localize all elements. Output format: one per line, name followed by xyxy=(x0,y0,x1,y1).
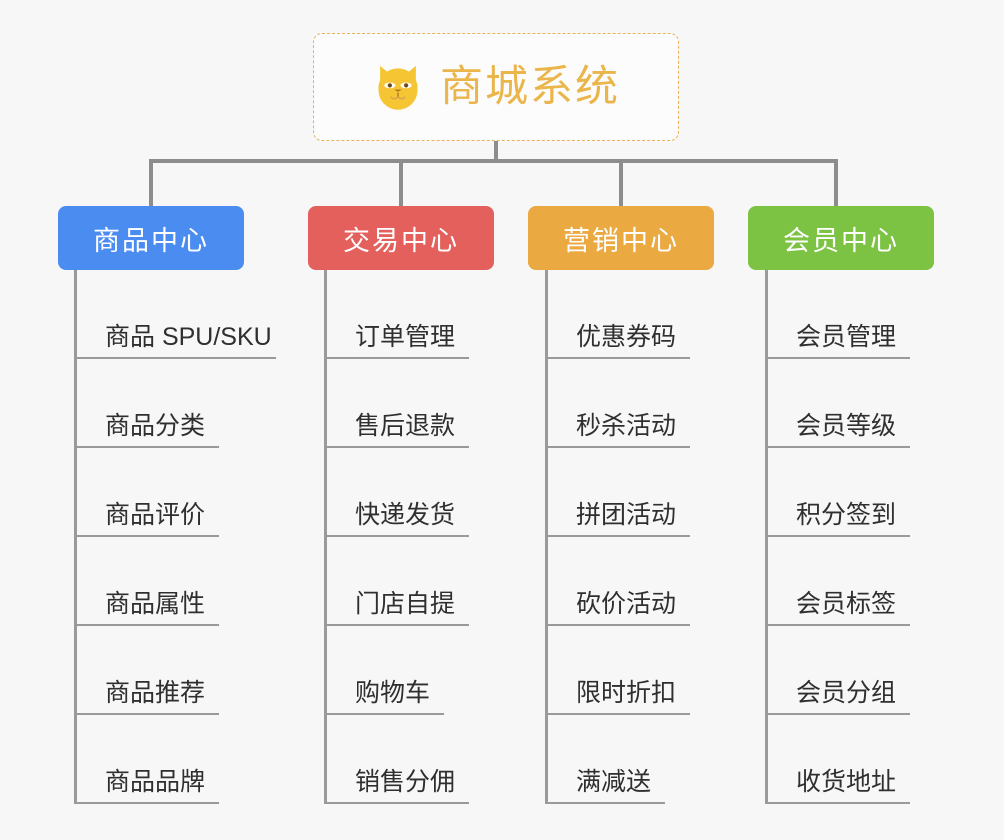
leaf-underline xyxy=(765,535,910,537)
category-box-trade[interactable]: 交易中心 xyxy=(308,206,494,270)
leaf-underline xyxy=(765,713,910,715)
category-box-member[interactable]: 会员中心 xyxy=(748,206,934,270)
leaf-item-label: 门店自提 xyxy=(355,590,456,618)
leaf-item[interactable]: 拼团活动 xyxy=(545,448,690,537)
leaf-item-label: 订单管理 xyxy=(355,323,456,351)
leaf-spine xyxy=(74,270,77,804)
leaf-underline xyxy=(324,357,469,359)
leaf-item-label: 商品 SPU/SKU xyxy=(105,323,272,351)
connector-drop-trade xyxy=(399,159,403,206)
connector-horizontal-bus xyxy=(149,159,838,163)
leaf-item-label: 商品分类 xyxy=(105,412,206,440)
leaf-item-label: 商品属性 xyxy=(105,590,206,618)
leaf-item[interactable]: 会员分组 xyxy=(765,626,910,715)
leaf-item-label: 商品评价 xyxy=(105,501,206,529)
leaf-item[interactable]: 商品评价 xyxy=(74,448,219,537)
leaf-item[interactable]: 商品推荐 xyxy=(74,626,219,715)
leaf-item[interactable]: 积分签到 xyxy=(765,448,910,537)
leaf-underline xyxy=(545,446,690,448)
leaf-item-label: 会员分组 xyxy=(796,679,897,707)
leaf-underline xyxy=(74,535,219,537)
leaf-item-label: 秒杀活动 xyxy=(576,412,677,440)
leaf-item-label: 购物车 xyxy=(355,679,431,707)
leaf-item-label: 砍价活动 xyxy=(576,590,677,618)
leaf-item[interactable]: 会员等级 xyxy=(765,359,910,448)
leaf-underline xyxy=(765,802,910,804)
leaf-item-label: 商品品牌 xyxy=(105,768,206,796)
connector-drop-product xyxy=(149,159,153,206)
leaf-item-label: 售后退款 xyxy=(355,412,456,440)
leaf-item-label: 拼团活动 xyxy=(576,501,677,529)
leaf-item[interactable]: 优惠券码 xyxy=(545,270,690,359)
leaf-underline xyxy=(324,713,444,715)
leaf-item[interactable]: 快递发货 xyxy=(324,448,469,537)
leaf-underline xyxy=(545,713,690,715)
leaf-underline xyxy=(765,446,910,448)
leaf-item-label: 会员管理 xyxy=(796,323,897,351)
category-label: 交易中心 xyxy=(343,225,459,256)
leaf-item[interactable]: 会员管理 xyxy=(765,270,910,359)
leaf-underline xyxy=(765,624,910,626)
leaf-item-label: 会员等级 xyxy=(796,412,897,440)
leaf-item[interactable]: 商品 SPU/SKU xyxy=(74,270,276,359)
leaf-item[interactable]: 收货地址 xyxy=(765,715,910,804)
leaf-item[interactable]: 满减送 xyxy=(545,715,665,804)
leaf-item[interactable]: 会员标签 xyxy=(765,537,910,626)
leaf-item[interactable]: 限时折扣 xyxy=(545,626,690,715)
leaf-spine xyxy=(545,270,548,804)
leaf-underline xyxy=(765,357,910,359)
connector-drop-marketing xyxy=(619,159,623,206)
root-title: 商城系统 xyxy=(440,62,620,111)
leaf-underline xyxy=(324,535,469,537)
leaf-item-label: 商品推荐 xyxy=(105,679,206,707)
connector-root-stem xyxy=(494,141,498,162)
leaf-underline xyxy=(545,357,690,359)
leaf-underline xyxy=(74,357,276,359)
category-label: 会员中心 xyxy=(783,225,899,256)
leaf-item[interactable]: 门店自提 xyxy=(324,537,469,626)
leaf-item[interactable]: 购物车 xyxy=(324,626,444,715)
leaf-item-label: 优惠券码 xyxy=(576,323,677,351)
leaf-item[interactable]: 销售分佣 xyxy=(324,715,469,804)
leaf-underline xyxy=(324,624,469,626)
leaf-item[interactable]: 商品属性 xyxy=(74,537,219,626)
leaf-item[interactable]: 订单管理 xyxy=(324,270,469,359)
root-node-mall-system[interactable]: 商城系统 xyxy=(313,33,679,141)
leaf-item-label: 销售分佣 xyxy=(355,768,456,796)
category-box-marketing[interactable]: 营销中心 xyxy=(528,206,714,270)
connector-drop-member xyxy=(834,159,838,206)
leaf-item[interactable]: 秒杀活动 xyxy=(545,359,690,448)
leaf-spine xyxy=(765,270,768,804)
leaf-item-label: 积分签到 xyxy=(796,501,897,529)
category-box-product[interactable]: 商品中心 xyxy=(58,206,244,270)
leaf-item[interactable]: 商品分类 xyxy=(74,359,219,448)
leaf-item[interactable]: 商品品牌 xyxy=(74,715,219,804)
leaf-underline xyxy=(545,535,690,537)
leaf-underline xyxy=(74,624,219,626)
category-label: 商品中心 xyxy=(93,225,209,256)
leaf-item[interactable]: 砍价活动 xyxy=(545,537,690,626)
category-label: 营销中心 xyxy=(563,225,679,256)
leaf-underline xyxy=(324,802,469,804)
leaf-underline xyxy=(74,446,219,448)
leaf-underline xyxy=(74,802,219,804)
leaf-item-label: 限时折扣 xyxy=(576,679,677,707)
leaf-item-label: 会员标签 xyxy=(796,590,897,618)
leaf-spine xyxy=(324,270,327,804)
leaf-item[interactable]: 售后退款 xyxy=(324,359,469,448)
shiba-dog-face-icon xyxy=(378,65,418,110)
leaf-underline xyxy=(545,802,665,804)
leaf-item-label: 满减送 xyxy=(576,768,652,796)
leaf-underline xyxy=(545,624,690,626)
leaf-item-label: 快递发货 xyxy=(355,501,456,529)
leaf-underline xyxy=(74,713,219,715)
leaf-underline xyxy=(324,446,469,448)
leaf-item-label: 收货地址 xyxy=(796,768,897,796)
